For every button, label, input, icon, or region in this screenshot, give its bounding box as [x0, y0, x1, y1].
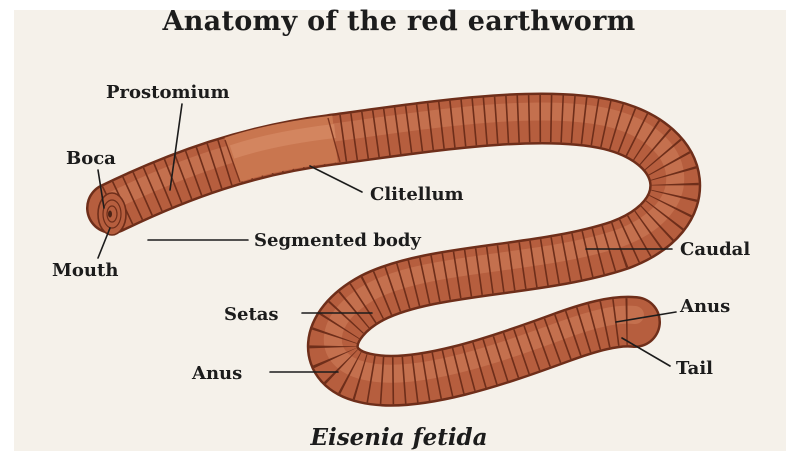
label-boca: Boca	[66, 148, 116, 169]
label-clitellum: Clitellum	[370, 184, 464, 205]
label-segmented-body: Segmented body	[254, 230, 421, 251]
label-prostomium: Prostomium	[106, 82, 230, 103]
label-caudal: Caudal	[680, 239, 750, 260]
label-anus-bottom: Anus	[191, 363, 242, 384]
label-setas: Setas	[224, 304, 279, 325]
label-mouth: Mouth	[52, 260, 118, 281]
label-tail: Tail	[676, 358, 713, 379]
species-name: Eisenia fetida	[0, 424, 798, 451]
label-anus-top: Anus	[679, 296, 730, 317]
